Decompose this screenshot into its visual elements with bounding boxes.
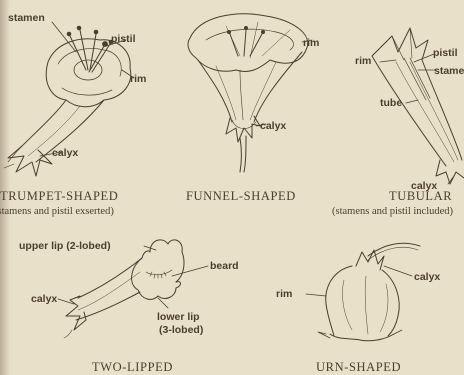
- urn-flower-drawing: [306, 243, 420, 341]
- caption-two-lipped: TWO-LIPPED: [92, 360, 173, 374]
- label-two-lipped-beard: beard: [210, 260, 239, 272]
- label-tubular-rim: rim: [355, 55, 371, 67]
- label-funnel-rim: rim: [303, 37, 319, 49]
- label-tubular-tube: tube: [380, 97, 402, 109]
- caption-funnel-shaped: FUNNEL-SHAPED: [186, 189, 296, 203]
- label-trumpet-pistil: pistil: [111, 33, 136, 45]
- label-funnel-calyx: calyx: [260, 120, 286, 132]
- label-urn-rim: rim: [276, 288, 292, 300]
- label-urn-calyx: calyx: [414, 271, 440, 283]
- label-two-lipped-lower-lip: lower lip: [157, 311, 200, 323]
- caption-urn-shaped: URN-SHAPED: [316, 360, 401, 374]
- label-tubular-stamen: stamen: [434, 65, 464, 77]
- note-tubular: (stamens and pistil included): [332, 206, 453, 218]
- label-trumpet-stamen: stamen: [8, 12, 45, 24]
- label-two-lipped-lower-lip-lobes: (3-lobed): [159, 324, 203, 336]
- label-two-lipped-upper-lip: upper lip (2-lobed): [19, 240, 111, 252]
- note-trumpet-shaped: (stamens and pistil exserted): [0, 206, 114, 218]
- caption-trumpet-shaped: TRUMPET-SHAPED: [0, 189, 118, 203]
- funnel-flower-drawing: [188, 14, 312, 172]
- label-tubular-pistil: pistil: [433, 47, 458, 59]
- label-trumpet-rim: rim: [130, 73, 146, 85]
- label-two-lipped-calyx: calyx: [31, 293, 57, 305]
- caption-tubular: TUBULAR: [389, 189, 452, 203]
- label-trumpet-calyx: calyx: [52, 147, 78, 159]
